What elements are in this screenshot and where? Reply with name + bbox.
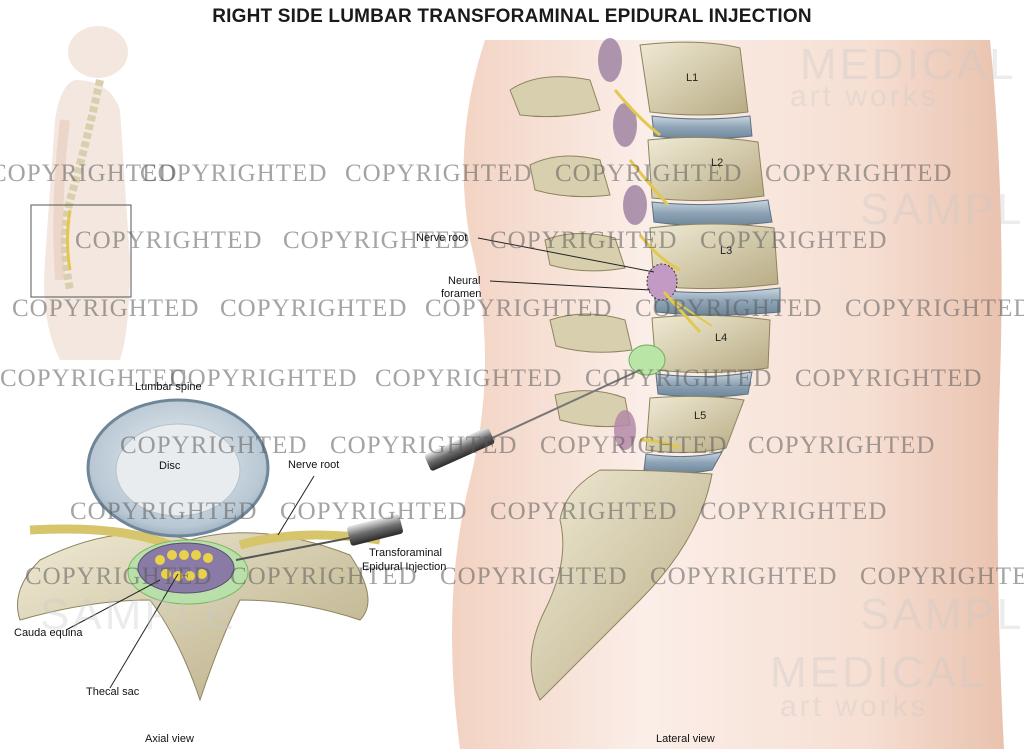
label-cauda-equina: Cauda equina	[14, 627, 83, 639]
disc-l1-l2	[651, 115, 753, 140]
label-neural: Neural	[448, 275, 481, 287]
vertebra-label-l1: L1	[686, 72, 699, 84]
label-epidural-injection: Epidural Injection	[362, 561, 447, 573]
lateral-spine	[509, 38, 781, 701]
watermark-copyrighted: COPYRIGHTED	[220, 295, 408, 322]
watermark-copyrighted: COPYRIGHTED	[330, 432, 518, 459]
vertebra-label-l3: L3	[720, 245, 733, 257]
watermark-copyrighted: COPYRIGHTED	[283, 227, 471, 254]
watermark-copyrighted: COPYRIGHTED	[140, 160, 328, 187]
watermark-copyrighted: COPYRIGHTED	[440, 563, 628, 590]
lateral-needle	[424, 369, 641, 471]
vertebra-body-l2	[647, 136, 765, 202]
watermark-brand: art works	[780, 690, 929, 723]
watermark-copyrighted: COPYRIGHTED	[12, 295, 200, 322]
page-title: RIGHT SIDE LUMBAR TRANSFORAMINAL EPIDURA…	[212, 6, 812, 27]
label-thecal-sac: Thecal sac	[86, 686, 140, 698]
caption-axial-view: Axial view	[145, 733, 194, 745]
watermark-copyrighted: COPYRIGHTED	[0, 365, 188, 392]
watermark-copyrighted: COPYRIGHTED	[345, 160, 533, 187]
sacrum	[530, 469, 713, 701]
label-foramen: foramen	[441, 288, 482, 300]
axial-needle	[235, 514, 403, 561]
vertebra-label-l5: L5	[694, 410, 707, 422]
watermark-brand: MEDICAL	[770, 648, 987, 697]
watermark-copyrighted: COPYRIGHTED	[425, 295, 613, 322]
watermark-copyrighted: COPYRIGHTED	[795, 365, 983, 392]
watermark-copyrighted: COPYRIGHTED	[375, 365, 563, 392]
axial-section	[17, 398, 381, 702]
watermark-copyrighted: COPYRIGHTED	[75, 227, 263, 254]
watermark-copyrighted: COPYRIGHTED	[490, 227, 678, 254]
watermark-copyrighted: COPYRIGHTED	[860, 563, 1024, 590]
cauda-equina	[155, 550, 213, 581]
watermark-copyrighted: COPYRIGHTED	[700, 498, 888, 525]
watermark-copyrighted: COPYRIGHTED	[0, 160, 178, 187]
watermark-brand: art works	[790, 80, 939, 113]
watermark-copyrighted: COPYRIGHTED	[765, 160, 953, 187]
label-nerve-root-lateral: Nerve root	[416, 232, 468, 244]
figure-spine	[61, 79, 104, 291]
watermark-copyrighted: COPYRIGHTED	[230, 563, 418, 590]
vertebra-body-l3	[649, 223, 779, 290]
label-lumbar-spine: Lumbar spine	[135, 381, 202, 393]
watermark-sample: SAMPLE	[860, 590, 1024, 639]
watermark-copyrighted: COPYRIGHTED	[120, 432, 308, 459]
figure-highlight-box	[30, 204, 132, 298]
label-disc: Disc	[159, 460, 181, 472]
watermark-copyrighted: COPYRIGHTED	[748, 432, 936, 459]
label-transforaminal: Transforaminal	[369, 547, 442, 559]
watermark-sample: SAMPLE	[860, 185, 1024, 234]
human-figure	[44, 26, 130, 360]
watermark-brand: MEDICAL	[800, 40, 1017, 89]
vertebra-body-l4	[651, 314, 771, 374]
watermark-copyrighted: COPYRIGHTED	[635, 295, 823, 322]
caption-lateral-view: Lateral view	[656, 733, 715, 745]
label-nerve-root-axial: Nerve root	[288, 459, 340, 471]
watermark-copyrighted: COPYRIGHTED	[490, 498, 678, 525]
watermark-copyrighted: COPYRIGHTED	[540, 432, 728, 459]
vertebra-body-l1	[639, 41, 749, 116]
watermark-sample: SAMPLE	[40, 590, 237, 639]
watermark-copyrighted: COPYRIGHTED	[555, 160, 743, 187]
vertebra-label-l2: L2	[711, 157, 724, 169]
watermark-copyrighted: COPYRIGHTED	[650, 563, 838, 590]
watermark-copyrighted: COPYRIGHTED	[170, 365, 358, 392]
watermark-copyrighted: COPYRIGHTED	[700, 227, 888, 254]
watermark-copyrighted: COPYRIGHTED	[70, 498, 258, 525]
vertebra-label-l4: L4	[715, 332, 728, 344]
watermark-copyrighted: COPYRIGHTED	[585, 365, 773, 392]
vertebra-body-l5	[645, 395, 745, 454]
watermark-copyrighted: COPYRIGHTED	[845, 295, 1024, 322]
watermark-copyrighted: COPYRIGHTED	[280, 498, 468, 525]
watermark-copyrighted: COPYRIGHTED	[25, 563, 213, 590]
